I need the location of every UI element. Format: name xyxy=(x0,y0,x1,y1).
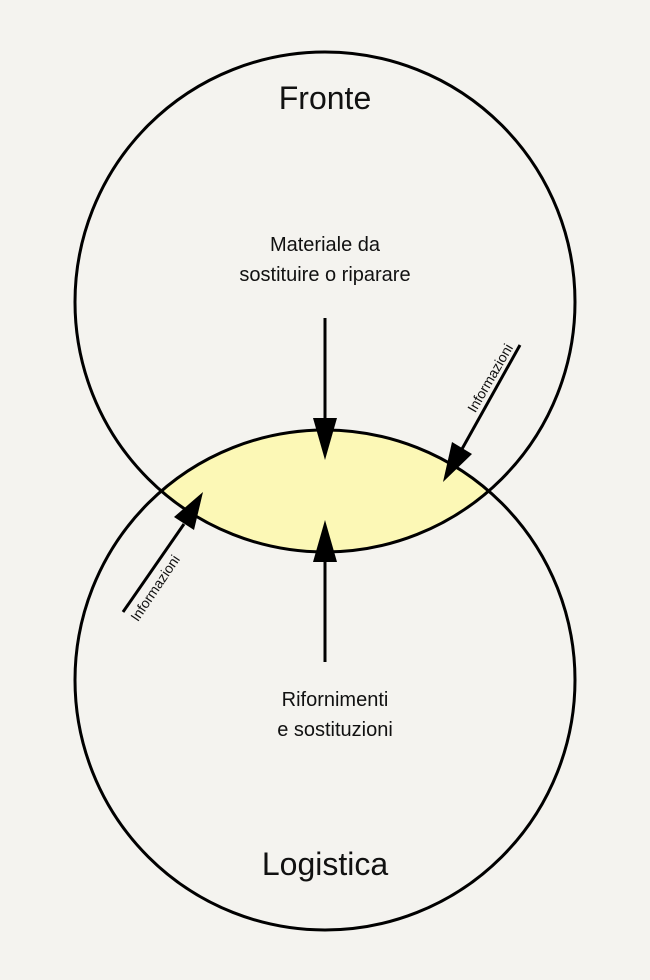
fronte-title: Fronte xyxy=(278,80,372,116)
arrow-up xyxy=(313,520,337,662)
arrow-info-left xyxy=(121,492,203,613)
bottom-flow-label-line2: e sostituzioni xyxy=(277,719,393,741)
logistica-title: Logistica xyxy=(261,846,389,882)
top-flow-label-line1: Materiale da xyxy=(269,234,381,256)
arrow-down xyxy=(313,318,337,460)
top-flow-label-line2: sostituire o riparare xyxy=(239,264,411,286)
bottom-flow-label: Rifornimenti e sostituzioni xyxy=(185,685,485,745)
bottom-flow-label-line1: Rifornimenti xyxy=(281,689,389,711)
arrow-info-right xyxy=(443,344,522,482)
top-flow-label: Materiale da sostituire o riparare xyxy=(175,230,475,290)
